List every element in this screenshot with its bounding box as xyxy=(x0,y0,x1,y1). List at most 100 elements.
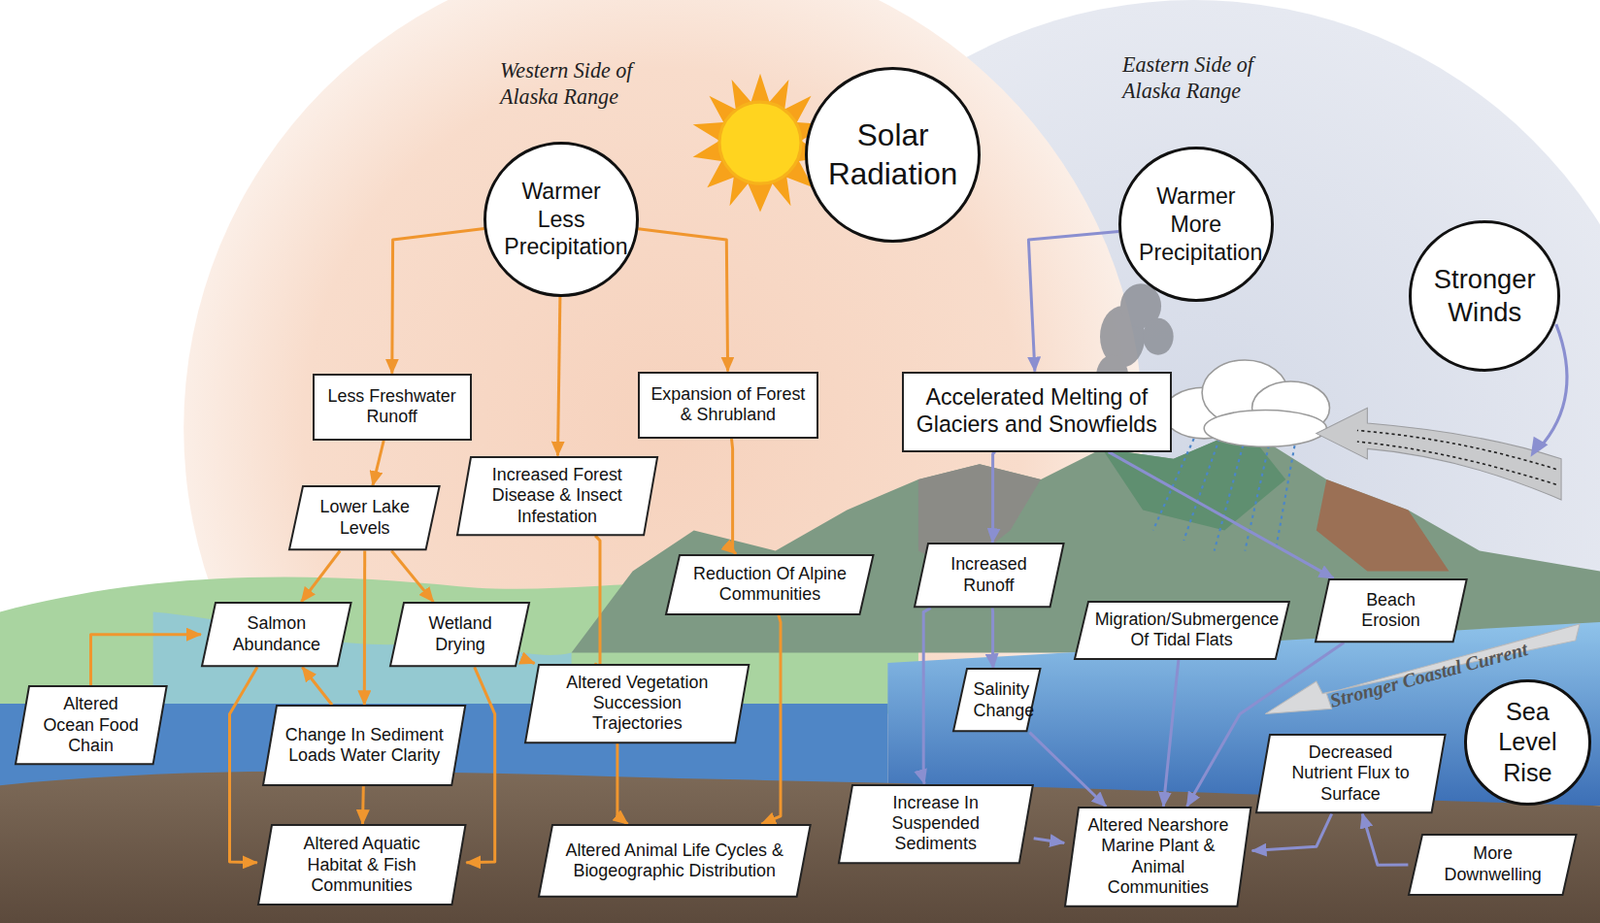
parallelogram-shape xyxy=(457,457,658,535)
box-label: Altered Nearshore Marine Plant & Animal … xyxy=(1064,811,1252,903)
box-label: Increased Runoff xyxy=(913,550,1066,600)
driver-label: Stronger Winds xyxy=(1419,263,1550,330)
effect-parallelogram: Altered Animal Life Cycles & Biogeograph… xyxy=(537,824,812,899)
box-label: Expansion of Forest & Shrubland xyxy=(639,380,817,431)
driver-label: Solar Radiation xyxy=(817,116,968,194)
effect-parallelogram: Beach Erosion xyxy=(1314,578,1468,643)
process-box: Expansion of Forest & Shrubland xyxy=(637,371,819,439)
flow-arrow xyxy=(372,440,384,486)
flow-arrow xyxy=(91,634,202,686)
flow-arrow xyxy=(300,551,340,603)
parallelogram-shape xyxy=(666,555,873,615)
parallelogram-shape xyxy=(914,543,1065,607)
flow-arrow xyxy=(1033,838,1066,844)
parallelogram-shape xyxy=(15,686,167,765)
effect-parallelogram: Altered Vegetation Succession Trajectori… xyxy=(524,664,750,744)
box-label: Salinity Change xyxy=(952,675,1041,726)
flow-arrow xyxy=(761,615,781,825)
flow-arrow xyxy=(558,297,561,457)
flow-arrow xyxy=(392,229,485,374)
effect-parallelogram: Lower Lake Levels xyxy=(288,485,441,551)
parallelogram-shape xyxy=(263,705,466,786)
parallelogram-shape xyxy=(258,825,466,905)
box-label: Salmon Abundance xyxy=(200,609,353,660)
effect-parallelogram: Wetland Drying xyxy=(389,601,531,667)
driver-label: Sea Level Rise xyxy=(1472,697,1582,790)
flow-arrow xyxy=(923,607,932,784)
flow-arrow xyxy=(391,551,434,603)
effect-parallelogram: Reduction Of Alpine Communities xyxy=(665,554,874,616)
box-label: Lower Lake Levels xyxy=(288,493,441,543)
box-label: Altered Animal Life Cycles & Biogeograph… xyxy=(537,836,812,887)
box-label: Decreased Nutrient Flux to Surface xyxy=(1255,738,1447,809)
box-label: Migration/Submergence Of Tidal Flats xyxy=(1073,605,1291,656)
process-box: Less Freshwater Runoff xyxy=(312,373,472,441)
parallelogram-shape xyxy=(1408,834,1576,896)
effect-parallelogram: Altered Ocean Food Chain xyxy=(14,685,168,766)
process-box: Accelerated Melting of Glaciers and Snow… xyxy=(901,371,1171,453)
box-label: Increased Forest Disease & Insect Infest… xyxy=(456,461,659,532)
driver-label: Warmer More Precipitation xyxy=(1129,182,1263,267)
box-label: Altered Aquatic Habitat & Fish Communiti… xyxy=(257,830,467,900)
effect-parallelogram: Salinity Change xyxy=(952,667,1041,733)
driver-circle: Warmer More Precipitation xyxy=(1118,146,1274,302)
effect-parallelogram: Change In Sediment Loads Water Clarity xyxy=(262,704,467,787)
parallelogram-shape xyxy=(1256,734,1446,813)
driver-label: Warmer Less Precipitation xyxy=(494,177,628,263)
parallelogram-shape xyxy=(1315,579,1467,642)
box-label: Beach Erosion xyxy=(1314,586,1468,636)
flow-arrow xyxy=(732,438,737,555)
driver-circle: Sea Level Rise xyxy=(1464,679,1591,806)
box-label: Increase In Suspended Sediments xyxy=(837,789,1034,860)
effect-parallelogram: Decreased Nutrient Flux to Surface xyxy=(1255,733,1447,814)
parallelogram-shape xyxy=(1074,601,1290,660)
box-label: Less Freshwater Runoff xyxy=(314,382,470,433)
effect-parallelogram: Salmon Abundance xyxy=(200,601,353,667)
box-label: More Downwelling xyxy=(1407,839,1577,890)
box-label: Change In Sediment Loads Water Clarity xyxy=(262,721,467,771)
effect-parallelogram: More Downwelling xyxy=(1407,833,1577,897)
box-label: Altered Ocean Food Chain xyxy=(14,690,168,761)
flow-arrow xyxy=(531,662,535,665)
flow-arrow xyxy=(637,229,728,372)
flow-arrow xyxy=(1252,813,1333,851)
parallelogram-shape xyxy=(201,602,352,667)
parallelogram-shape xyxy=(953,668,1040,732)
effect-parallelogram: Migration/Submergence Of Tidal Flats xyxy=(1073,600,1291,661)
effect-parallelogram: Altered Aquatic Habitat & Fish Communiti… xyxy=(257,824,467,906)
parallelogram-shape xyxy=(289,486,440,550)
flow-arrow xyxy=(230,666,259,864)
flow-arrow xyxy=(1030,733,1107,807)
flow-arrow xyxy=(1108,452,1334,579)
box-label: Reduction Of Alpine Communities xyxy=(665,560,874,610)
parallelogram-shape xyxy=(538,825,811,898)
effect-parallelogram: Altered Nearshore Marine Plant & Animal … xyxy=(1064,806,1252,908)
parallelogram-shape xyxy=(390,602,530,667)
region-label: Eastern Side of Alaska Range xyxy=(1122,51,1301,105)
region-label: Western Side of Alaska Range xyxy=(500,57,679,111)
parallelogram-shape xyxy=(525,665,749,743)
box-label: Accelerated Melting of Glaciers and Snow… xyxy=(903,380,1169,443)
effect-parallelogram: Increase In Suspended Sediments xyxy=(837,784,1034,865)
flow-arrow xyxy=(1163,659,1179,807)
parallelogram-shape xyxy=(1065,807,1251,907)
driver-circle: Solar Radiation xyxy=(804,66,981,243)
flow-arrow xyxy=(1028,232,1119,372)
flow-arrow xyxy=(595,535,600,669)
box-label: Altered Vegetation Succession Trajectori… xyxy=(524,668,750,739)
driver-circle: Stronger Winds xyxy=(1408,220,1561,372)
parallelogram-shape xyxy=(838,785,1034,864)
flow-arrow xyxy=(361,786,366,825)
flow-arrow xyxy=(613,736,629,825)
effect-parallelogram: Increased Runoff xyxy=(913,542,1066,608)
flow-arrow xyxy=(363,551,367,706)
flow-arrow xyxy=(301,666,333,705)
flow-arrow xyxy=(992,452,996,543)
effect-parallelogram: Increased Forest Disease & Insect Infest… xyxy=(456,456,659,536)
flow-arrow xyxy=(1362,813,1408,866)
flow-arrow xyxy=(466,666,495,864)
flow-arrow xyxy=(991,607,996,668)
box-label: Wetland Drying xyxy=(389,609,531,660)
driver-circle: Warmer Less Precipitation xyxy=(483,141,639,298)
